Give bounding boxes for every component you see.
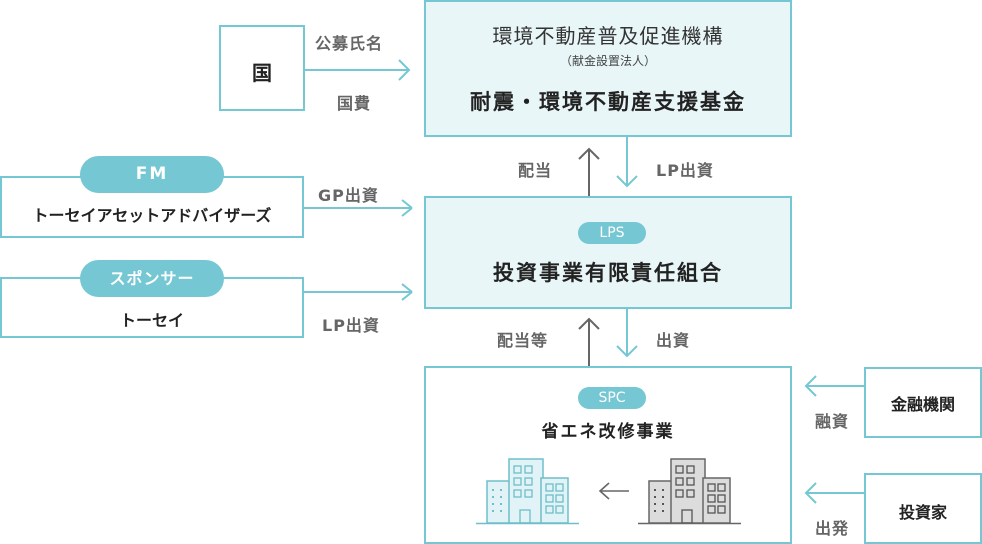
lps-to-fund-dividend-arrow bbox=[578, 147, 600, 196]
spc-investment-label: 出資 bbox=[656, 331, 691, 350]
investor-name: 投資家 bbox=[898, 503, 947, 522]
fund-lp-investment-label: LP出資 bbox=[656, 161, 714, 180]
lps-to-spc-arrow bbox=[616, 309, 638, 358]
fm-badge: FM bbox=[80, 156, 224, 193]
sponsor-box: トーセイ bbox=[0, 277, 304, 338]
bank-name: 金融機関 bbox=[890, 395, 955, 414]
spc-name: 省エネ改修事業 bbox=[541, 422, 675, 442]
fund-name: 耐震・環境不動産支援基金 bbox=[470, 90, 746, 114]
government-arrow-label-top: 公募氏名 bbox=[315, 34, 384, 53]
sponsor-badge: スポンサー bbox=[80, 260, 224, 297]
loan-label: 融資 bbox=[815, 412, 850, 431]
spc-dividend-label: 配当等 bbox=[497, 331, 549, 350]
fund-organization-title: 環境不動産普及促進機構 bbox=[492, 24, 724, 48]
spc-badge: SPC bbox=[578, 387, 646, 409]
fund-organization-subtitle: （献金設置法人） bbox=[559, 54, 656, 68]
gp-investment-label: GP出資 bbox=[318, 186, 379, 205]
spc-box: SPC 省エネ改修事業 bbox=[424, 366, 792, 544]
investor-box: 投資家 bbox=[864, 473, 982, 544]
bank-to-spc-arrow bbox=[804, 375, 864, 397]
spc-to-lps-dividend-arrow bbox=[578, 317, 600, 366]
conversion-arrow-icon bbox=[598, 482, 629, 500]
lps-box: LPS 投資事業有限責任組合 bbox=[424, 196, 792, 309]
renovated-building-icon bbox=[476, 458, 579, 525]
bank-box: 金融機関 bbox=[864, 367, 982, 438]
government-to-fund-arrow bbox=[305, 59, 411, 81]
sponsor-lp-investment-label: LP出資 bbox=[322, 316, 380, 335]
investor-arrow-label: 出発 bbox=[815, 519, 850, 538]
sponsor-name: トーセイ bbox=[119, 311, 184, 330]
sponsor-to-lps-arrow bbox=[304, 283, 413, 301]
fund-dividend-label: 配当 bbox=[518, 161, 553, 180]
fund-to-lps-arrow bbox=[616, 137, 638, 188]
government-box: 国 bbox=[219, 25, 305, 111]
lps-badge: LPS bbox=[578, 222, 646, 244]
fund-organization-box: 環境不動産普及促進機構 （献金設置法人） 耐震・環境不動産支援基金 bbox=[424, 0, 792, 137]
fm-name: トーセイアセットアドバイザーズ bbox=[32, 206, 272, 225]
old-building-icon bbox=[638, 458, 741, 525]
government-label: 国 bbox=[252, 61, 272, 85]
lps-name: 投資事業有限責任組合 bbox=[493, 261, 723, 285]
government-arrow-label-bottom: 国費 bbox=[337, 94, 372, 113]
investor-to-spc-arrow bbox=[804, 482, 864, 504]
